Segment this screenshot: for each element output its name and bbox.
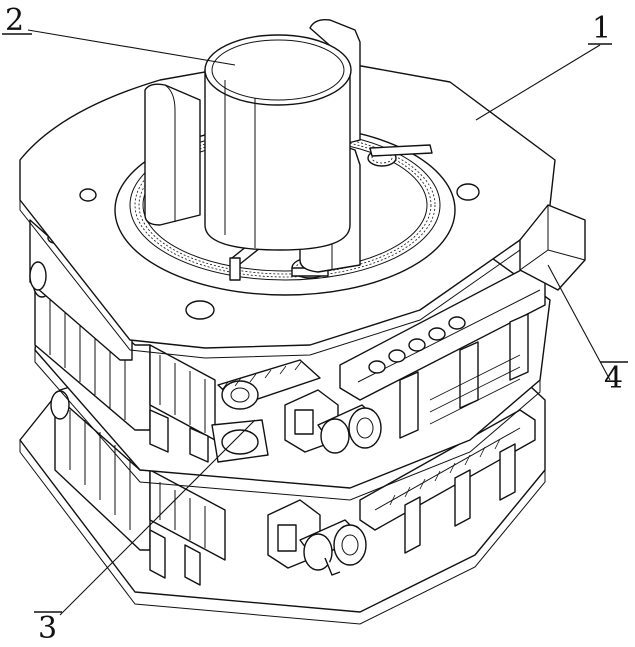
callout-1-label: 1 — [592, 11, 611, 46]
callout-2: 2 — [2, 3, 235, 65]
mount-hole — [80, 189, 96, 201]
mount-hole — [457, 184, 479, 200]
left-baffle — [145, 84, 200, 225]
mount-hole — [186, 301, 214, 319]
callout-4-label: 4 — [604, 361, 623, 396]
callout-3-label: 3 — [38, 611, 57, 646]
callout-1: 1 — [476, 11, 612, 120]
central-cylinder — [205, 35, 351, 250]
callout-2-label: 2 — [5, 3, 24, 38]
